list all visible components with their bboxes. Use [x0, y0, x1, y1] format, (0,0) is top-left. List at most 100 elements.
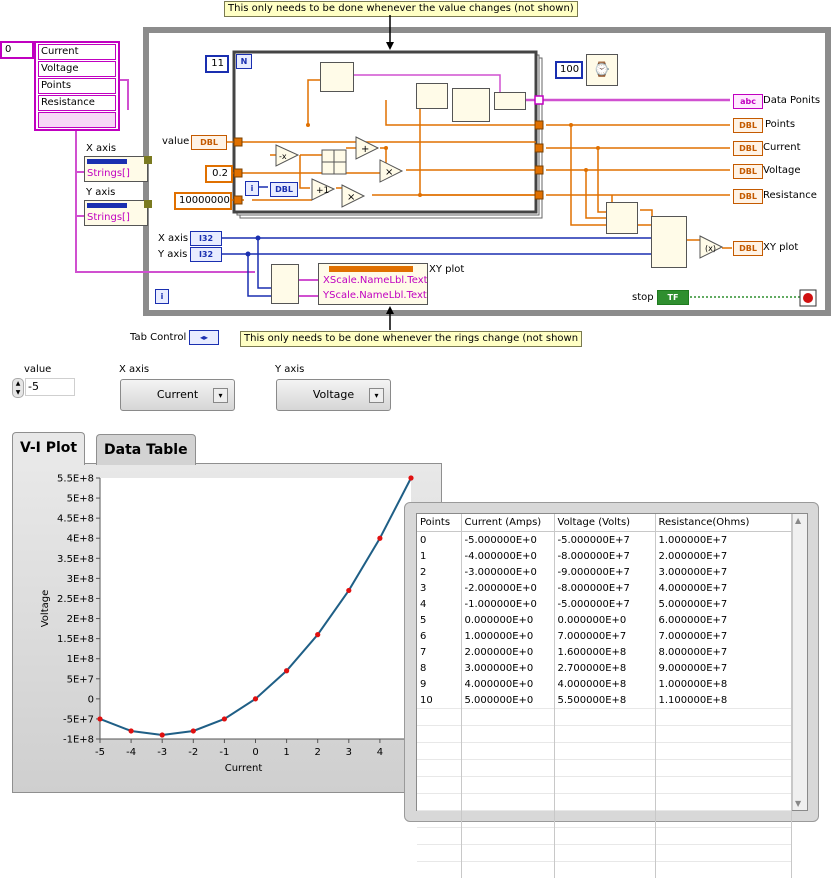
- table-cell[interactable]: 0: [417, 532, 461, 549]
- table-cell[interactable]: -4.000000E+0: [461, 548, 554, 564]
- loop-iteration-terminal: i: [245, 181, 259, 196]
- table-scrollbar[interactable]: ▲ ▼: [792, 514, 807, 810]
- wait-ms-constant[interactable]: 100: [555, 61, 583, 79]
- table-cell[interactable]: -5.000000E+7: [554, 532, 655, 549]
- table-cell[interactable]: 1: [417, 548, 461, 564]
- ring-labels-array[interactable]: Current Voltage Points Resistance: [34, 41, 120, 131]
- table-cell[interactable]: -5.000000E+7: [554, 596, 655, 612]
- table-cell[interactable]: 3: [417, 580, 461, 596]
- loop-count-terminal: N: [236, 54, 252, 69]
- table-cell[interactable]: 1.000000E+7: [655, 532, 791, 549]
- table-cell[interactable]: 5.500000E+8: [554, 692, 655, 709]
- table-empty-cell: [554, 794, 655, 811]
- table-cell[interactable]: 3.000000E+7: [655, 564, 791, 580]
- xaxis-node-label: X axis: [86, 143, 116, 155]
- table-empty-cell: [461, 777, 554, 794]
- tab-vi-plot[interactable]: V-I Plot: [12, 432, 85, 465]
- table-cell[interactable]: 7.000000E+7: [655, 628, 791, 644]
- table-cell[interactable]: 2.700000E+8: [554, 660, 655, 676]
- xy-plot-property-node[interactable]: XScale.NameLbl.Text YScale.NameLbl.Text: [318, 263, 428, 305]
- table-cell[interactable]: 7: [417, 644, 461, 660]
- table-cell[interactable]: 4.000000E+8: [554, 676, 655, 692]
- table-cell[interactable]: 2.000000E+7: [655, 548, 791, 564]
- vi-plot-graph[interactable]: 5.5E+85E+84.5E+84E+83.5E+83E+82.5E+82E+8…: [14, 466, 438, 788]
- table-cell[interactable]: -1.000000E+0: [461, 596, 554, 612]
- loop-count-constant[interactable]: 11: [205, 55, 229, 73]
- while-iteration-terminal: i: [155, 289, 169, 304]
- table-cell[interactable]: -8.000000E+7: [554, 548, 655, 564]
- table-cell[interactable]: 8: [417, 660, 461, 676]
- table-empty-row: [417, 743, 791, 760]
- chevron-down-icon[interactable]: ▾: [369, 388, 384, 403]
- table-cell[interactable]: 2.000000E+0: [461, 644, 554, 660]
- table-empty-row: [417, 794, 791, 811]
- stop-label: stop: [632, 292, 654, 304]
- yaxis-ring-label: Y axis: [275, 364, 304, 376]
- x-tick-label: -3: [157, 747, 167, 758]
- table-cell[interactable]: 9: [417, 676, 461, 692]
- y-axis-ctrl-label: Y axis: [158, 249, 187, 261]
- format-string-node: [452, 88, 490, 122]
- table-cell[interactable]: 4.000000E+7: [655, 580, 791, 596]
- table-cell[interactable]: 1.000000E+0: [461, 628, 554, 644]
- table-cell[interactable]: 8.000000E+7: [655, 644, 791, 660]
- table-cell[interactable]: -5.000000E+0: [461, 532, 554, 549]
- table-cell[interactable]: 3.000000E+0: [461, 660, 554, 676]
- table-cell[interactable]: -8.000000E+7: [554, 580, 655, 596]
- table-cell[interactable]: 5.000000E+7: [655, 596, 791, 612]
- table-cell[interactable]: 1.600000E+8: [554, 644, 655, 660]
- constant-10000000[interactable]: 10000000: [174, 192, 232, 210]
- points-terminal: DBL: [733, 118, 763, 133]
- table-empty-cell: [417, 760, 461, 777]
- table-cell[interactable]: -3.000000E+0: [461, 564, 554, 580]
- table-empty-cell: [461, 845, 554, 862]
- table-cell[interactable]: 7.000000E+7: [554, 628, 655, 644]
- table-cell[interactable]: 0.000000E+0: [461, 612, 554, 628]
- yaxis-property-node[interactable]: Strings[]: [84, 200, 148, 226]
- constant-0-2[interactable]: 0.2: [205, 165, 233, 183]
- table-cell[interactable]: -2.000000E+0: [461, 580, 554, 596]
- table-cell[interactable]: 5: [417, 612, 461, 628]
- xaxis-ring[interactable]: Current ▾: [120, 379, 235, 411]
- x-tick-label: -4: [126, 747, 136, 758]
- table-cell[interactable]: 4: [417, 596, 461, 612]
- chevron-down-icon[interactable]: ▾: [213, 388, 228, 403]
- table-cell[interactable]: 6.000000E+7: [655, 612, 791, 628]
- table-cell[interactable]: 5.000000E+0: [461, 692, 554, 709]
- table-cell[interactable]: 10: [417, 692, 461, 709]
- table-cell[interactable]: 2: [417, 564, 461, 580]
- table-cell[interactable]: 4.000000E+0: [461, 676, 554, 692]
- table-empty-cell: [554, 777, 655, 794]
- table-cell[interactable]: -9.000000E+7: [554, 564, 655, 580]
- value-input[interactable]: -5: [25, 378, 75, 396]
- table-cell[interactable]: 6: [417, 628, 461, 644]
- y-tick-label: 1E+8: [67, 654, 94, 665]
- table-cell[interactable]: 1.000000E+8: [655, 676, 791, 692]
- xaxis-property-node[interactable]: Strings[]: [84, 156, 148, 182]
- yaxis-ring[interactable]: Voltage ▾: [276, 379, 391, 411]
- tab-data-table[interactable]: Data Table: [96, 434, 196, 465]
- table-empty-cell: [655, 726, 791, 743]
- table-cell[interactable]: 0.000000E+0: [554, 612, 655, 628]
- table-cell[interactable]: 9.000000E+7: [655, 660, 791, 676]
- table-header-cell: Current (Amps): [461, 514, 554, 532]
- table-cell[interactable]: 1.100000E+8: [655, 692, 791, 709]
- value-spinner[interactable]: ▲▼: [12, 378, 24, 398]
- data-point: [160, 732, 165, 737]
- table-empty-cell: [655, 709, 791, 726]
- table-empty-cell: [655, 811, 791, 828]
- index-constant[interactable]: 0: [0, 41, 34, 59]
